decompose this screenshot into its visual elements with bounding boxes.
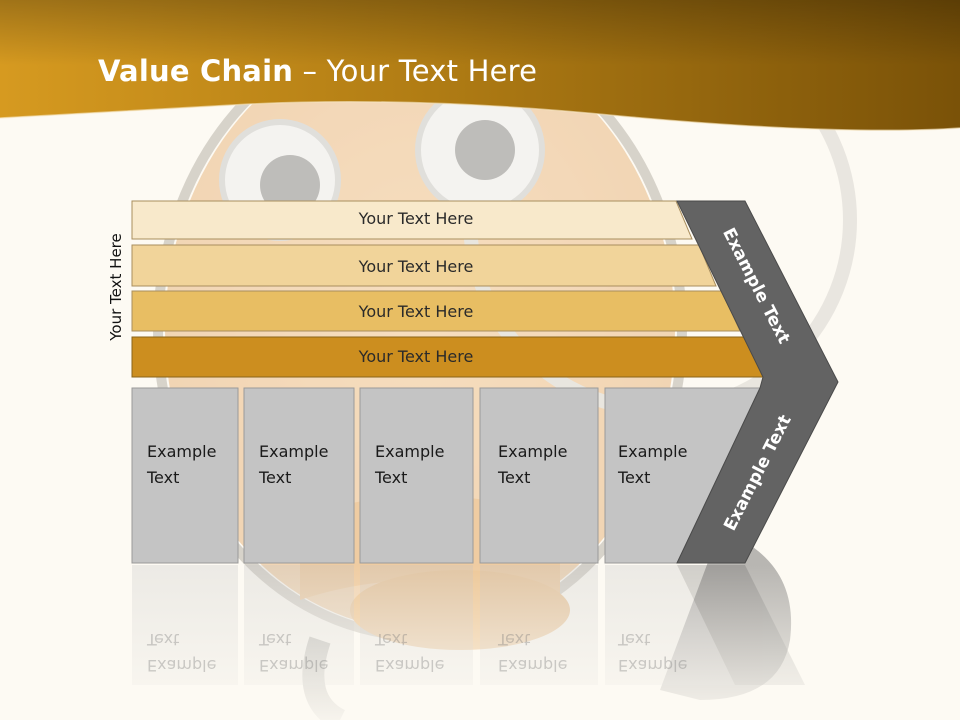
title-banner — [0, 0, 960, 132]
support-boxes — [131, 387, 761, 564]
box-3 — [359, 387, 474, 564]
row-label-3: Your Text Here — [358, 302, 474, 321]
title-bold: Value Chain — [98, 54, 294, 88]
row-label-4: Your Text Here — [358, 347, 474, 366]
box-2 — [243, 387, 355, 564]
activity-rows — [131, 200, 764, 378]
box-4 — [479, 387, 599, 564]
row-label-2: Your Text Here — [358, 257, 474, 276]
page-title: Value Chain – Your Text Here — [98, 54, 537, 88]
side-label: Your Text Here — [107, 233, 125, 341]
row-label-1: Your Text Here — [358, 209, 474, 228]
margin-chevron — [676, 200, 839, 564]
row-bar-1 — [131, 200, 693, 240]
box-1 — [131, 387, 239, 564]
title-rest: – Your Text Here — [293, 54, 538, 88]
row-bar-2 — [131, 244, 717, 287]
